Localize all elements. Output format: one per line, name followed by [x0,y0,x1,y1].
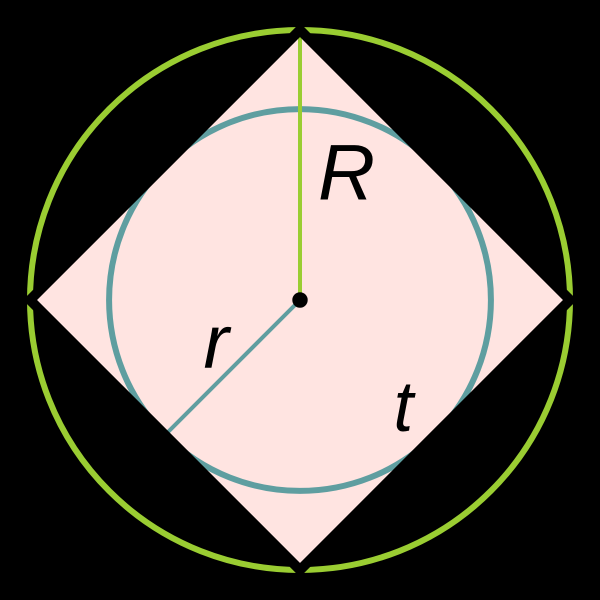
svg-text:R: R [318,127,375,216]
svg-text:t: t [394,368,417,447]
svg-text:r: r [204,300,232,385]
